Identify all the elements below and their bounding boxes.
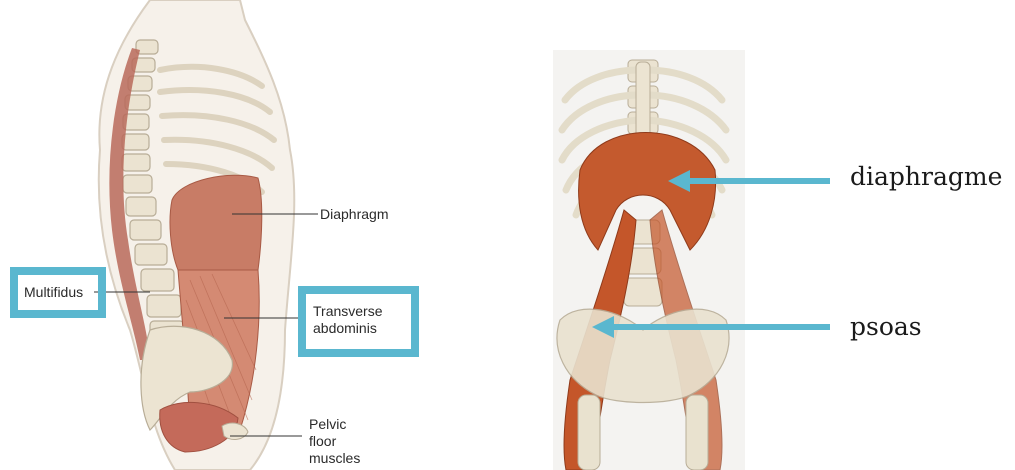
diaphragm-label: Diaphragm	[320, 206, 388, 223]
frontal-illustration	[540, 0, 1015, 470]
femur-left	[578, 395, 600, 470]
pelvic-floor-label: Pelvic floor muscles	[309, 416, 369, 467]
core-muscles-lateral-diagram: Diaphragm Multifidus Transverse abdomini…	[0, 0, 460, 470]
diaphragm-psoas-frontal-diagram: diaphragme psoas	[540, 0, 1015, 470]
diaphragm-muscle	[170, 175, 262, 270]
diaphragme-label: diaphragme	[850, 162, 1002, 191]
femur-right	[686, 395, 708, 470]
psoas-label: psoas	[850, 312, 922, 341]
torso-illustration	[0, 0, 460, 470]
multifidus-label: Multifidus	[24, 284, 83, 301]
transverse-abdominis-label: Transverse abdominis	[313, 303, 407, 337]
